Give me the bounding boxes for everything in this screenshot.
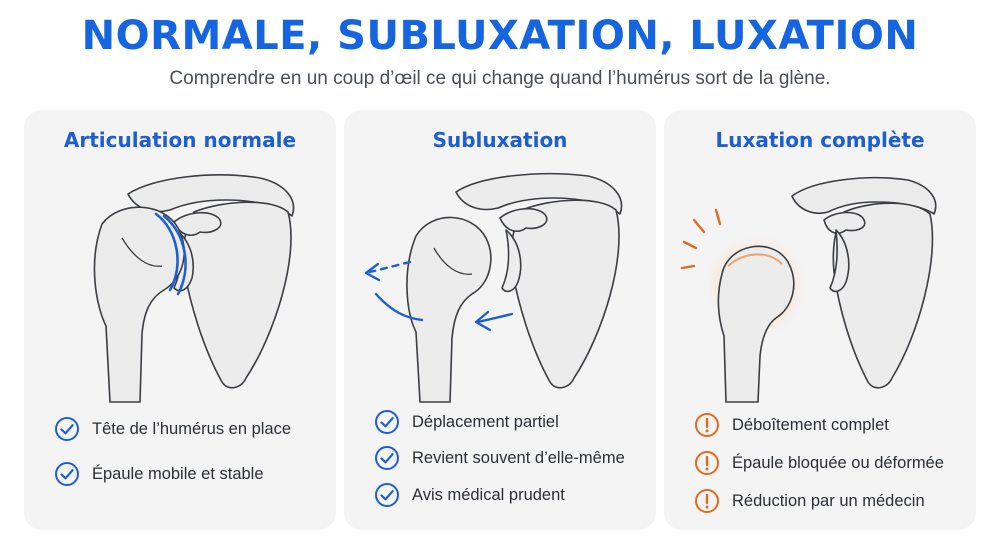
alert-circle-icon (694, 450, 720, 476)
page-subtitle: Comprendre en un coup d’œil ce qui chang… (169, 68, 831, 89)
page-title: NORMALE, SUBLUXATION, LUXATION (81, 13, 919, 59)
check-circle-icon (374, 409, 400, 435)
list-item: Réduction par un médecin (694, 487, 925, 515)
panel-luxation: Luxation complète Déboîtement complet Ép… (664, 110, 976, 530)
list-item: Avis médical prudent (374, 481, 565, 509)
panel-subluxation: Subluxation Déplacement partiel Revient … (344, 110, 656, 530)
panel-title: Articulation normale (63, 128, 297, 152)
check-circle-icon (374, 482, 400, 508)
list-item: Déplacement partiel (374, 408, 559, 436)
list-item: Revient souvent d’elle-même (374, 444, 625, 472)
list-item: Épaule mobile et stable (54, 460, 264, 488)
list-item: Déboîtement complet (694, 411, 889, 439)
check-circle-icon (374, 445, 400, 471)
list-item: Tête de l’humérus en place (54, 415, 291, 443)
check-circle-icon (54, 461, 80, 487)
check-circle-icon (54, 416, 80, 442)
shoulder-luxation-illustration (680, 176, 937, 403)
panel-normal: Articulation normale Tête de l’humérus e… (24, 110, 336, 530)
panel-title: Subluxation (432, 128, 568, 152)
panel-title: Luxation complète (715, 128, 925, 152)
alert-circle-icon (694, 412, 720, 438)
list-item: Épaule bloquée ou déformée (694, 449, 944, 477)
alert-circle-icon (694, 488, 720, 514)
shoulder-subluxation-illustration (364, 172, 623, 403)
shoulder-normal-illustration (93, 174, 295, 403)
